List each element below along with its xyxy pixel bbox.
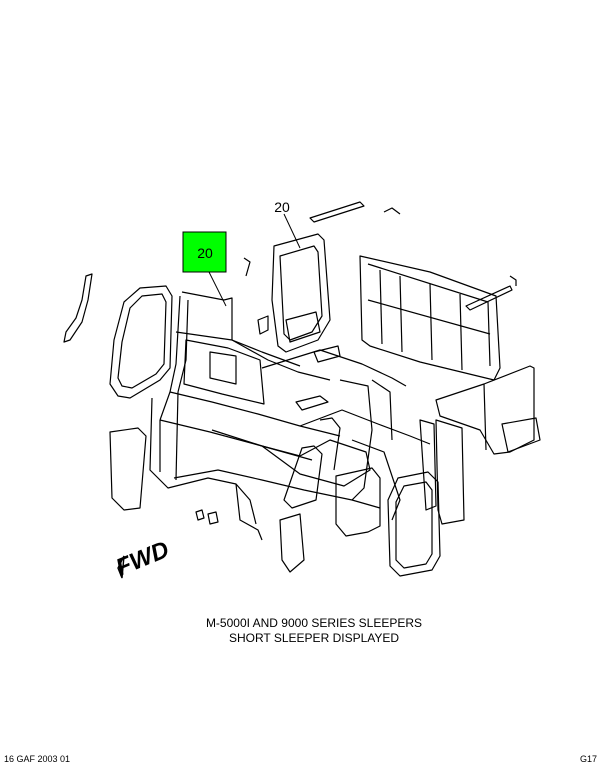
sleeper-side-wall-part	[419, 419, 465, 525]
cab-body-frame	[109, 291, 381, 541]
footer-document-code: 16 GAF 2003 01	[4, 754, 71, 764]
right-door-part	[387, 471, 441, 577]
sleeper-side-panel-part	[435, 365, 541, 455]
small-parts	[195, 257, 341, 573]
caption-line-1: M-5000I AND 9000 SERIES SLEEPERS	[205, 616, 423, 630]
right-door-frame-part	[335, 467, 381, 537]
direction-label: FWD	[112, 536, 173, 582]
roof-rail-strip-part	[309, 201, 365, 223]
sleeper-rod-part	[465, 275, 517, 311]
caption-line-2: SHORT SLEEPER DISPLAYED	[228, 631, 400, 645]
rear-door-part	[271, 233, 331, 353]
b-pillar-part	[283, 417, 341, 509]
callout-highlight-box[interactable]	[182, 231, 227, 273]
diagram-caption: M-5000I AND 9000 SERIES SLEEPERS SHORT S…	[0, 616, 610, 646]
clip-part	[383, 207, 401, 215]
rear-cab-frame	[261, 349, 431, 521]
left-a-pillar-part	[63, 273, 93, 343]
left-door-frame-part	[109, 285, 173, 399]
leader-line-plain	[283, 213, 301, 249]
footer-page-code: G17	[580, 754, 598, 764]
forward-arrow-icon	[117, 555, 125, 579]
callout-label-highlighted[interactable]: 20	[197, 245, 213, 261]
sleeper-back-panel-part	[359, 255, 501, 381]
callout-label-plain[interactable]: 20	[274, 199, 290, 215]
